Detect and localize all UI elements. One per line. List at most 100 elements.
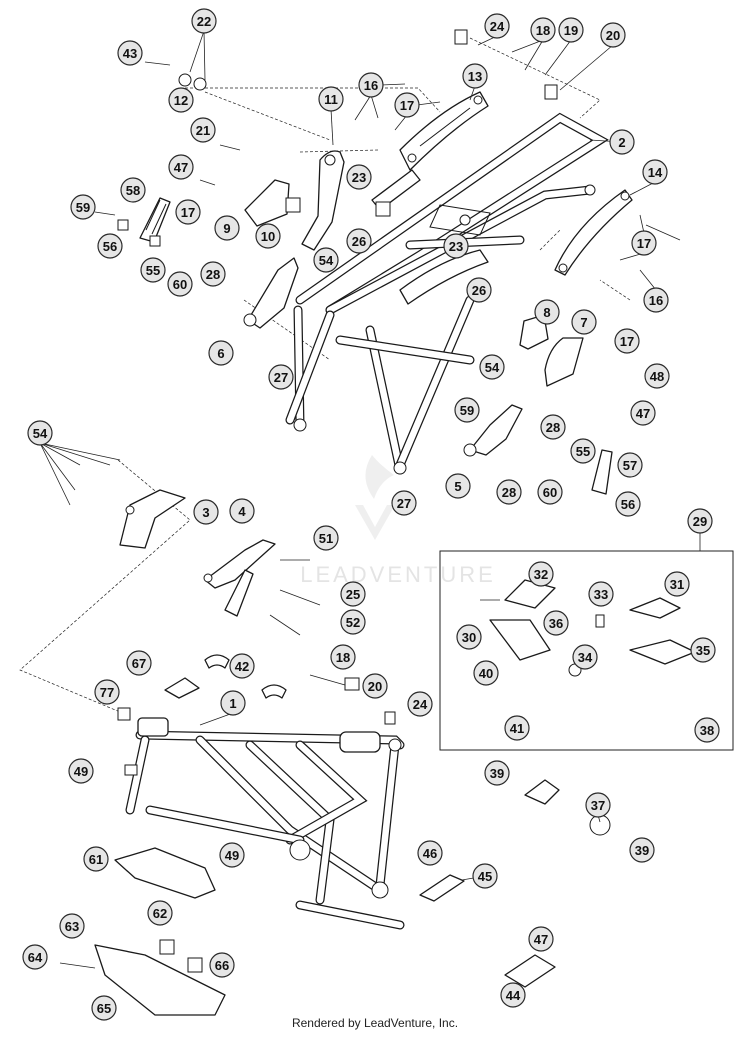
callout-28: 28: [200, 261, 226, 287]
callout-33: 33: [588, 581, 614, 607]
callout-label: 10: [261, 229, 275, 244]
callout-bubble: [687, 508, 713, 534]
callout-label: 39: [635, 843, 649, 858]
callout-27: 27: [268, 364, 294, 390]
callout-bubble: [571, 309, 597, 335]
callout-bubble: [190, 117, 216, 143]
callout-bubble: [219, 842, 245, 868]
callout-bubble: [340, 609, 366, 635]
callout-label: 23: [449, 239, 463, 254]
callout-63: 63: [59, 913, 85, 939]
callout-label: 49: [74, 764, 88, 779]
callout-11: 11: [318, 86, 344, 112]
callout-bubble: [229, 653, 255, 679]
callout-17: 17: [394, 92, 420, 118]
callout-bubble: [630, 400, 656, 426]
callout-26: 26: [346, 228, 372, 254]
callout-label: 51: [319, 531, 333, 546]
part-13-bracket: [399, 91, 489, 171]
callout-bubble: [614, 328, 640, 354]
callout-bubble: [456, 624, 482, 650]
callout-10: 10: [255, 223, 281, 249]
callout-label: 14: [648, 165, 663, 180]
callout-39: 39: [484, 760, 510, 786]
callout-bubble: [644, 363, 670, 389]
callout-49: 49: [219, 842, 245, 868]
callout-label: 34: [578, 650, 593, 665]
callout-bubble: [600, 22, 626, 48]
callout-bubble: [220, 690, 246, 716]
callout-20: 20: [362, 673, 388, 699]
callout-label: 59: [460, 403, 474, 418]
callout-bubble: [530, 17, 556, 43]
callout-bubble: [643, 287, 669, 313]
callout-label: 35: [696, 643, 710, 658]
callout-label: 12: [174, 93, 188, 108]
callout-bubble: [255, 223, 281, 249]
callout-55: 55: [140, 257, 166, 283]
callout-bubble: [214, 215, 240, 241]
callout-label: 28: [206, 267, 220, 282]
callout-6: 6: [208, 340, 234, 366]
callout-label: 17: [400, 98, 414, 113]
callout-bubble: [454, 397, 480, 423]
callout-label: 29: [693, 514, 707, 529]
callout-label: 17: [620, 334, 634, 349]
callout-label: 26: [472, 283, 486, 298]
callout-label: 25: [346, 587, 360, 602]
callout-44: 44: [500, 982, 526, 1008]
callout-label: 1: [229, 696, 236, 711]
callout-bubble: [479, 354, 505, 380]
callout-16: 16: [358, 72, 384, 98]
callout-32: 32: [528, 561, 554, 587]
callout-label: 65: [97, 1001, 111, 1016]
callout-42: 42: [229, 653, 255, 679]
callout-17: 17: [631, 230, 657, 256]
callout-bubble: [229, 498, 255, 524]
callout-17: 17: [614, 328, 640, 354]
callout-label: 33: [594, 587, 608, 602]
part-5-bracket: [463, 404, 523, 457]
callout-34: 34: [572, 644, 598, 670]
callout-label: 32: [534, 567, 548, 582]
callout-39: 39: [629, 837, 655, 863]
callout-bubble: [362, 673, 388, 699]
callout-bubble: [208, 340, 234, 366]
callout-label: 59: [76, 200, 90, 215]
callout-bubble: [318, 86, 344, 112]
callout-label: 22: [197, 14, 211, 29]
callout-28: 28: [496, 479, 522, 505]
callout-label: 26: [352, 234, 366, 249]
callout-label: 55: [576, 444, 590, 459]
callout-bubble: [168, 154, 194, 180]
callout-bubble: [209, 952, 235, 978]
part-4-linkage: [203, 539, 276, 617]
callout-58: 58: [120, 177, 146, 203]
callout-30: 30: [456, 624, 482, 650]
callout-label: 30: [462, 630, 476, 645]
callout-41: 41: [504, 715, 530, 741]
callout-61: 61: [83, 846, 109, 872]
watermark-logo: LEADVENTURE: [300, 455, 493, 587]
part-56-plate: [117, 219, 129, 231]
callout-14: 14: [642, 159, 668, 185]
callout-47: 47: [630, 400, 656, 426]
callout-label: 55: [146, 263, 160, 278]
part-23-plate: [371, 169, 421, 217]
callout-bubble: [358, 72, 384, 98]
callout-label: 8: [543, 305, 550, 320]
callout-bubble: [391, 490, 417, 516]
callout-3: 3: [193, 499, 219, 525]
callout-47: 47: [528, 926, 554, 952]
part-63-skid-plate: [94, 944, 226, 1016]
callout-28: 28: [540, 414, 566, 440]
callout-7: 7: [571, 309, 597, 335]
callout-bubble: [313, 525, 339, 551]
callout-bubble: [94, 679, 120, 705]
callout-bubble: [543, 610, 569, 636]
callout-label: 4: [238, 504, 246, 519]
part-37-assembly: [524, 779, 611, 836]
callout-bubble: [642, 159, 668, 185]
callout-66: 66: [209, 952, 235, 978]
callout-bubble: [484, 760, 510, 786]
